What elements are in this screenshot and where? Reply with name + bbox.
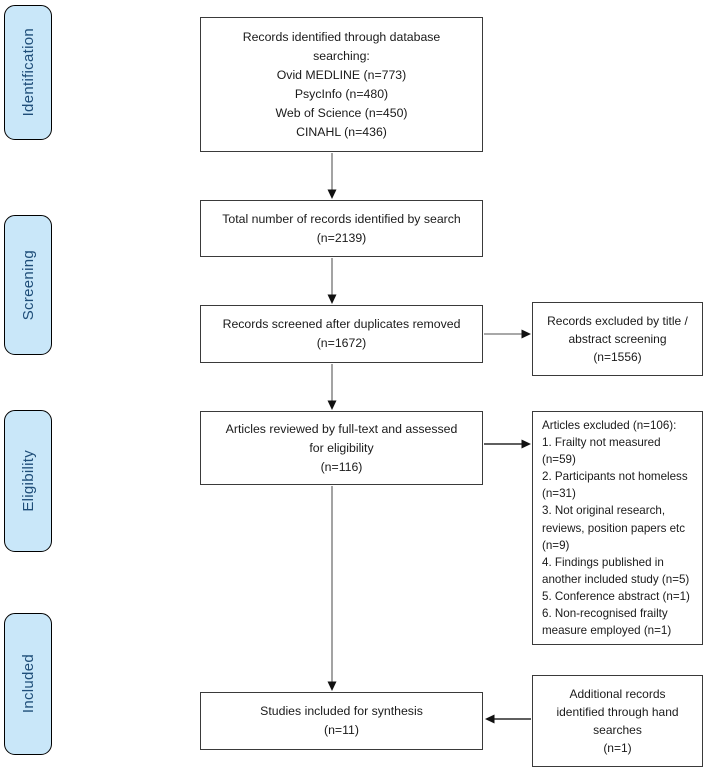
- box-total-records: Total number of records identified by se…: [200, 200, 483, 257]
- arrow-total-to-screened: [327, 258, 337, 304]
- box-records-identified: Records identified through database sear…: [200, 17, 483, 152]
- stage-label-eligibility: Eligibility: [4, 410, 52, 552]
- arrow-screened-to-fulltext: [327, 364, 337, 410]
- box-records-identified-text: Records identified through database sear…: [242, 29, 441, 139]
- stage-label-identification: Identification: [4, 5, 52, 140]
- stage-label-identification-text: Identification: [19, 28, 37, 117]
- box-fulltext-reviewed-text: Articles reviewed by full-text and asses…: [225, 421, 458, 474]
- box-studies-included-text: Studies included for synthesis (n=11): [260, 704, 423, 737]
- box-records-screened-text: Records screened after duplicates remove…: [222, 317, 461, 350]
- stage-label-eligibility-text: Eligibility: [19, 450, 37, 512]
- stage-label-screening-text: Screening: [19, 249, 37, 321]
- arrow-handsearch-to-included: [485, 714, 531, 724]
- arrow-identified-to-total: [327, 153, 337, 199]
- arrow-screened-to-excluded: [484, 329, 531, 339]
- box-studies-included: Studies included for synthesis (n=11): [200, 692, 483, 750]
- stage-label-screening: Screening: [4, 215, 52, 355]
- box-records-excluded-screening-text: Records excluded by title / abstract scr…: [547, 314, 688, 364]
- arrow-fulltext-to-included: [327, 486, 337, 691]
- box-fulltext-reviewed: Articles reviewed by full-text and asses…: [200, 411, 483, 485]
- box-hand-searches: Additional records identified through ha…: [532, 675, 703, 767]
- box-articles-excluded: Articles excluded (n=106): 1. Frailty no…: [532, 411, 703, 645]
- stage-label-included-text: Included: [19, 654, 37, 714]
- arrow-fulltext-to-excluded: [484, 439, 531, 449]
- box-articles-excluded-text: Articles excluded (n=106): 1. Frailty no…: [542, 419, 690, 638]
- box-records-excluded-screening: Records excluded by title / abstract scr…: [532, 302, 703, 376]
- box-records-screened: Records screened after duplicates remove…: [200, 305, 483, 363]
- box-hand-searches-text: Additional records identified through ha…: [556, 687, 679, 755]
- stage-label-included: Included: [4, 613, 52, 755]
- box-total-records-text: Total number of records identified by se…: [222, 211, 461, 245]
